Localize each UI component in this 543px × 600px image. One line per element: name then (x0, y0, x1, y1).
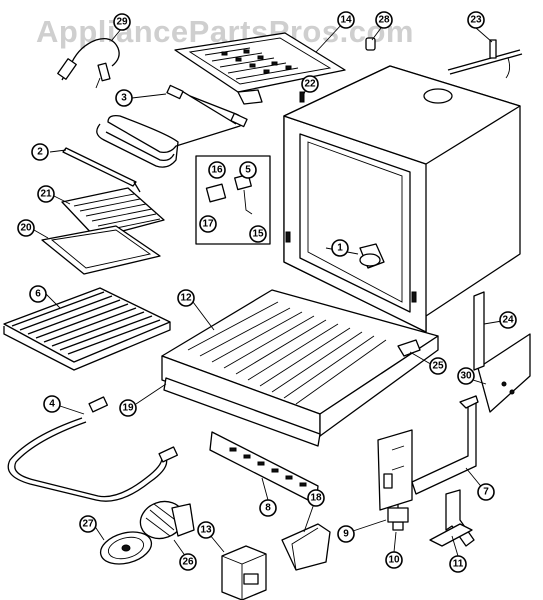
part-fan-blade (99, 531, 153, 565)
callout-21: 21 (37, 185, 55, 203)
part-rail-2 (62, 147, 141, 193)
callout-21-label: 21 (40, 189, 52, 200)
callout-26: 26 (179, 553, 197, 571)
callout-23: 23 (467, 11, 485, 29)
part-bracket-18 (281, 523, 331, 571)
callout-25-label: 25 (432, 361, 444, 372)
part-broil-pan (41, 225, 161, 275)
callout-29-label: 29 (116, 17, 128, 28)
part-vent-bracket (209, 431, 319, 505)
callout-11: 11 (449, 555, 467, 573)
callout-25: 25 (429, 357, 447, 375)
callout-28-label: 28 (378, 15, 390, 26)
part-front-rail (163, 377, 321, 447)
callout-7-label: 7 (483, 487, 489, 498)
callout-1-label: 1 (337, 243, 343, 254)
callout-20-label: 20 (20, 223, 32, 234)
callout-14-label: 14 (340, 15, 352, 26)
part-clip-28 (365, 37, 376, 51)
part-bracket-25 (397, 339, 421, 357)
callout-30: 30 (457, 367, 475, 385)
part-sensor-probe (57, 37, 120, 89)
callout-10: 10 (385, 551, 403, 569)
callout-3-label: 3 (121, 93, 127, 104)
part-frame (377, 395, 479, 511)
callout-27-label: 27 (82, 519, 94, 530)
callout-7: 7 (477, 483, 495, 501)
callout-2-label: 2 (37, 147, 43, 158)
callout-5-label: 5 (245, 165, 251, 176)
callout-18: 18 (307, 489, 325, 507)
part-top-cover-plate (174, 32, 346, 105)
part-screw-22 (299, 91, 305, 103)
part-bake-element (7, 396, 179, 502)
callout-29: 29 (113, 13, 131, 31)
part-vertical-bracket (473, 291, 485, 371)
callout-22: 22 (301, 75, 319, 93)
callout-6: 6 (29, 285, 47, 303)
part-cooling-fan-housing (221, 545, 267, 600)
callout-28: 28 (375, 11, 393, 29)
callout-4-label: 4 (49, 399, 55, 410)
callout-13: 13 (197, 521, 215, 539)
callout-17-label: 17 (202, 219, 214, 230)
part-anti-tip-bracket (429, 489, 475, 547)
callout-1: 1 (331, 239, 349, 257)
callout-5: 5 (239, 161, 257, 179)
callout-2: 2 (31, 143, 49, 161)
callout-3: 3 (115, 89, 133, 107)
callout-24-label: 24 (502, 315, 514, 326)
callout-17: 17 (199, 215, 217, 233)
callout-16-label: 16 (211, 165, 223, 176)
part-oven-bottom (161, 289, 439, 437)
callout-12: 12 (177, 289, 195, 307)
callout-8: 8 (259, 499, 277, 517)
callout-26-label: 26 (182, 557, 194, 568)
callout-12-label: 12 (180, 293, 192, 304)
callout-16: 16 (208, 161, 226, 179)
part-oven-rack (3, 287, 171, 371)
callout-20: 20 (17, 219, 35, 237)
callout-9: 9 (337, 525, 355, 543)
callout-15-label: 15 (252, 229, 264, 240)
part-oven-cavity (283, 65, 521, 333)
callout-15: 15 (249, 225, 267, 243)
callout-23-label: 23 (470, 15, 482, 26)
callout-27: 27 (79, 515, 97, 533)
callout-10-label: 10 (388, 555, 400, 566)
callout-4: 4 (43, 395, 61, 413)
callout-19-label: 19 (122, 403, 134, 414)
callout-22-label: 22 (304, 79, 316, 90)
part-side-panel (477, 333, 531, 413)
callout-13-label: 13 (200, 525, 212, 536)
part-sensor-bulb (447, 39, 523, 79)
callout-30-label: 30 (460, 371, 472, 382)
part-broil-element (96, 84, 248, 168)
part-fan-motor (139, 500, 195, 540)
callout-6-label: 6 (35, 289, 41, 300)
callout-24: 24 (499, 311, 517, 329)
callout-9-label: 9 (343, 529, 349, 540)
callout-19: 19 (119, 399, 137, 417)
callout-18-label: 18 (310, 493, 322, 504)
callout-14: 14 (337, 11, 355, 29)
callout-8-label: 8 (265, 503, 271, 514)
callout-11-label: 11 (453, 559, 464, 570)
